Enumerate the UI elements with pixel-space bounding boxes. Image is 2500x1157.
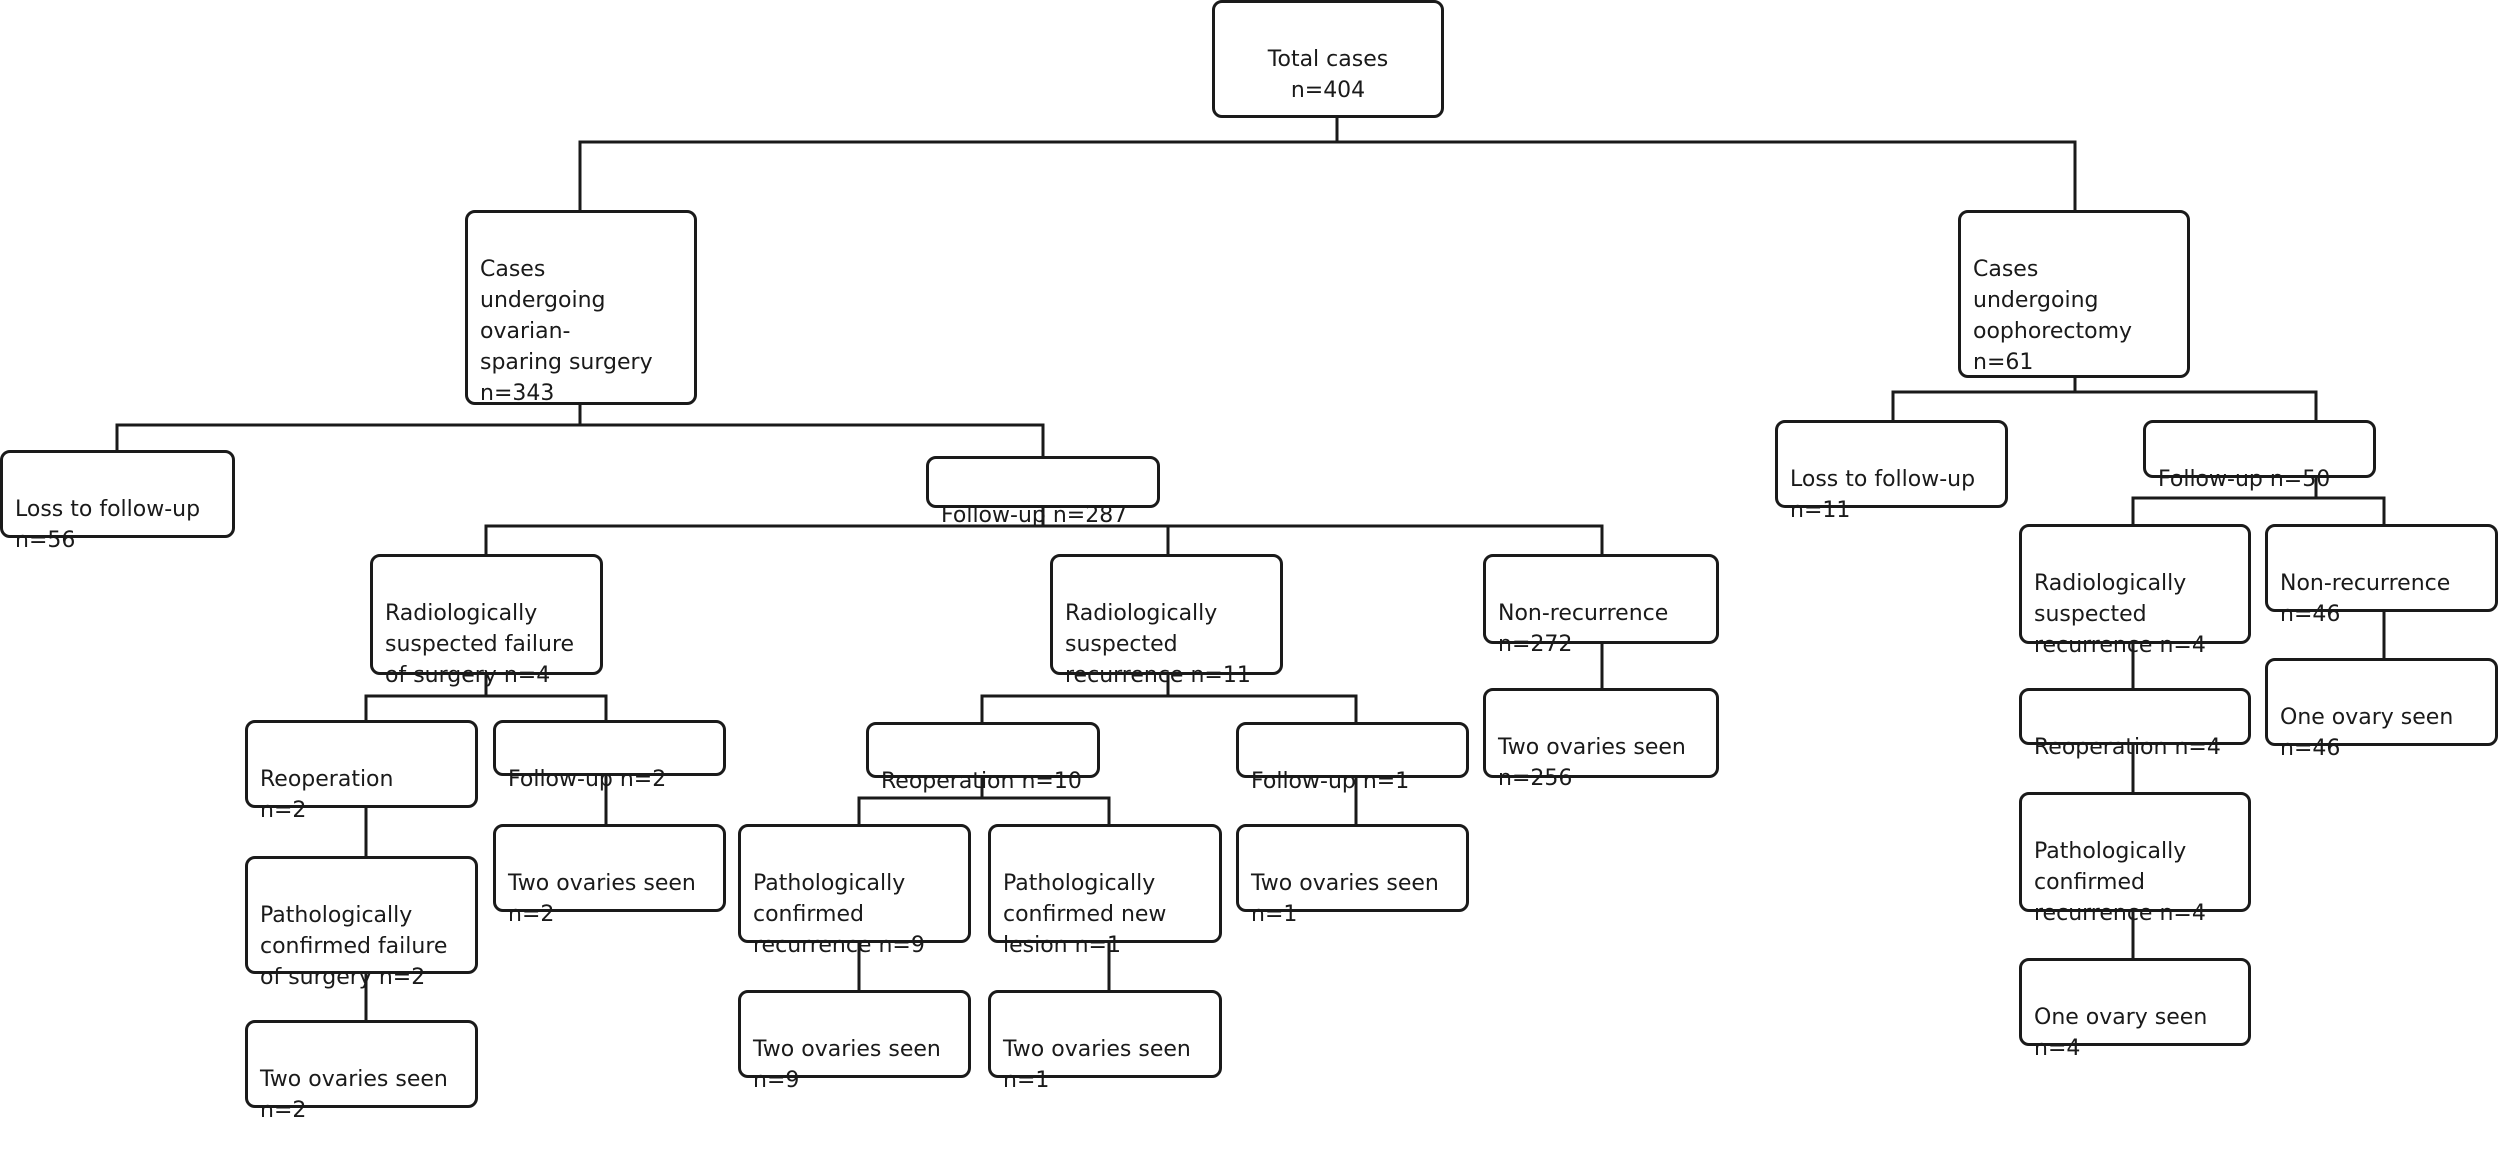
ooph-path-one-box: One ovary seen n=4 — [2019, 958, 2251, 1061]
os-nonrecurrence-box: Non-recurrence n=272 — [1483, 554, 1719, 657]
ooph-nonrecurrence-label: Non-recurrence n=46 — [2280, 571, 2451, 627]
ooph-nonrecurrence-box: Non-recurrence n=46 — [2265, 524, 2498, 627]
rec-path-new-box: Pathologically confirmed new lesion n=1 — [988, 824, 1222, 958]
connector-lines — [115, 116, 2386, 1024]
os-followup-box: Follow-up n=287 — [926, 456, 1160, 528]
fail-followup-label: Follow-up n=2 — [508, 767, 667, 792]
rec-path-new-two-label: Two ovaries seen n=1 — [1003, 1037, 1191, 1093]
os-rad-recurrence-box: Radiologically suspected recurrence n=11 — [1050, 554, 1283, 688]
connector-ooph-followup — [2131, 474, 2386, 528]
ooph-path-label: Pathologically confirmed recurrence n=4 — [2034, 839, 2206, 926]
ovarian-sparing-box: Cases undergoing ovarian- sparing surger… — [465, 210, 697, 406]
os-nonrec-two-label: Two ovaries seen n=256 — [1498, 735, 1686, 791]
connector-rec-reop — [857, 774, 1111, 828]
ooph-nonrec-one-label: One ovary seen n=46 — [2280, 705, 2454, 761]
connector-total — [578, 116, 2077, 214]
connector-rad-recurrence — [980, 671, 1358, 726]
ooph-reoperation-label: Reoperation n=4 — [2034, 735, 2221, 760]
os-rad-failure-box: Radiologically suspected failure of surg… — [370, 554, 603, 688]
ooph-reoperation-box: Reoperation n=4 — [2019, 688, 2251, 760]
oophorectomy-box: Cases undergoing oophorectomy n=61 — [1958, 210, 2190, 378]
ooph-followup-label: Follow-up n=50 — [2158, 467, 2331, 492]
ooph-path-one-label: One ovary seen n=4 — [2034, 1005, 2208, 1061]
rec-path-recurrence-two-box: Two ovaries seen n=9 — [738, 990, 971, 1093]
ooph-loss-box: Loss to follow-up n=11 — [1775, 420, 2008, 523]
rec-followup-two-box: Two ovaries seen n=1 — [1236, 824, 1469, 927]
os-rad-failure-label: Radiologically suspected failure of surg… — [385, 601, 575, 688]
os-followup-label: Follow-up n=287 — [941, 503, 1128, 528]
fail-path-label: Pathologically confirmed failure of surg… — [260, 903, 448, 990]
connector-oophorectomy — [1891, 374, 2318, 430]
ooph-rad-recurrence-label: Radiologically suspected recurrence n=4 — [2034, 571, 2206, 658]
os-loss-label: Loss to follow-up n=56 — [15, 497, 201, 553]
fail-path-box: Pathologically confirmed failure of surg… — [245, 856, 478, 990]
rec-path-new-two-box: Two ovaries seen n=1 — [988, 990, 1222, 1093]
os-loss-box: Loss to follow-up n=56 — [0, 450, 235, 553]
rec-reoperation-label: Reoperation n=10 — [881, 769, 1082, 794]
fail-reoperation-box: Reoperation n=2 — [245, 720, 478, 823]
ooph-path-box: Pathologically confirmed recurrence n=4 — [2019, 792, 2251, 926]
ooph-loss-label: Loss to follow-up n=11 — [1790, 467, 1976, 523]
oophorectomy-label: Cases undergoing oophorectomy n=61 — [1973, 257, 2133, 375]
fail-reoperation-label: Reoperation n=2 — [260, 767, 394, 823]
os-nonrecurrence-label: Non-recurrence n=272 — [1498, 601, 1669, 657]
os-rad-recurrence-label: Radiologically suspected recurrence n=11 — [1065, 601, 1251, 688]
rec-followup-label: Follow-up n=1 — [1251, 769, 1410, 794]
rec-path-recurrence-label: Pathologically confirmed recurrence n=9 — [753, 871, 925, 958]
rec-path-new-label: Pathologically confirmed new lesion n=1 — [1003, 871, 1167, 958]
fail-followup-two-label: Two ovaries seen n=2 — [508, 871, 696, 927]
ooph-rad-recurrence-box: Radiologically suspected recurrence n=4 — [2019, 524, 2251, 658]
ovarian-sparing-label: Cases undergoing ovarian- sparing surger… — [480, 257, 653, 406]
ooph-followup-box: Follow-up n=50 — [2143, 420, 2376, 492]
connector-rad-failure — [364, 671, 608, 724]
rec-path-recurrence-box: Pathologically confirmed recurrence n=9 — [738, 824, 971, 958]
rec-followup-box: Follow-up n=1 — [1236, 722, 1469, 794]
os-nonrec-two-box: Two ovaries seen n=256 — [1483, 688, 1719, 791]
connector-os-followup — [484, 504, 1604, 558]
rec-followup-two-label: Two ovaries seen n=1 — [1251, 871, 1439, 927]
ooph-nonrec-one-box: One ovary seen n=46 — [2265, 658, 2498, 761]
total-cases-box: Total cases n=404 — [1212, 0, 1444, 118]
fail-followup-two-box: Two ovaries seen n=2 — [493, 824, 726, 927]
fail-path-two-label: Two ovaries seen n=2 — [260, 1067, 448, 1123]
rec-path-recurrence-two-label: Two ovaries seen n=9 — [753, 1037, 941, 1093]
fail-followup-box: Follow-up n=2 — [493, 720, 726, 792]
connector-ovarian-sparing — [115, 401, 1045, 460]
fail-path-two-box: Two ovaries seen n=2 — [245, 1020, 478, 1123]
rec-reoperation-box: Reoperation n=10 — [866, 722, 1100, 794]
total-cases-label: Total cases n=404 — [1267, 47, 1389, 103]
